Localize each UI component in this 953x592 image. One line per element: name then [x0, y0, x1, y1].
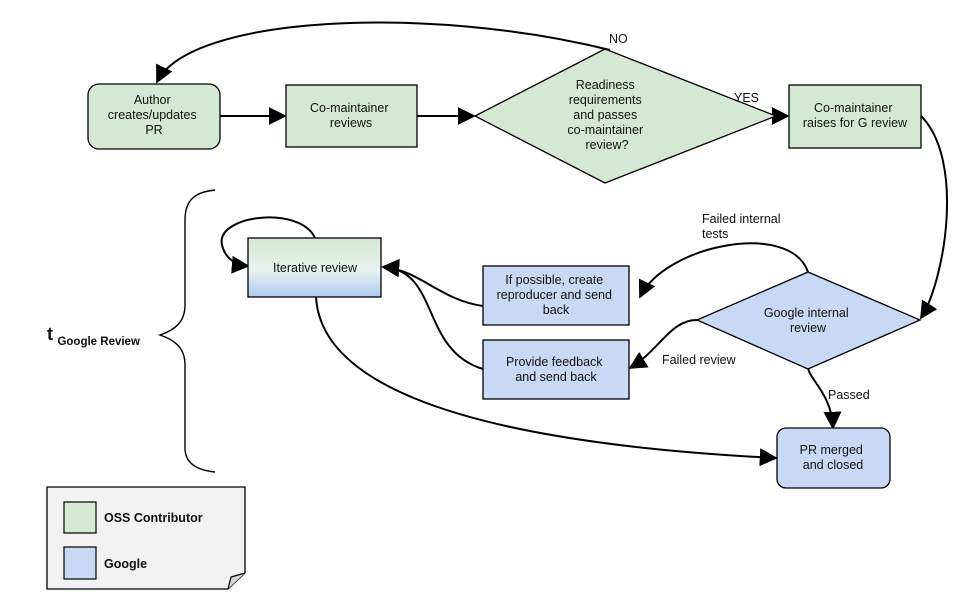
svg-text:Failed internal tests: Failed internal tests [702, 212, 784, 241]
legend: OSS Contributor Google [46, 486, 246, 590]
edge-feedback-to-iterative [381, 258, 484, 370]
repro-line-1: If possible, create [505, 273, 603, 287]
feedback-line-2: and send back [515, 370, 597, 384]
repro-line-3: back [543, 303, 570, 317]
readiness-line-1: Readiness [576, 78, 635, 92]
edge-failed-tests [638, 242, 809, 299]
svg-text:Readiness requirements: Readiness requirements and passes co-mai… [567, 78, 646, 152]
feedback-line-1: Provide feedback [506, 355, 603, 369]
legend-card-fold [227, 572, 246, 590]
edge-failed-review [628, 319, 698, 369]
repro-line-2: reproducer and send [497, 288, 612, 302]
google-review-brace [157, 189, 216, 473]
edge-iterative-to-merged [315, 296, 778, 467]
g-raise-line-1: Co-maintainer [814, 101, 893, 115]
node-co-maintainer-reviews [285, 84, 418, 148]
co-reviews-line-2: reviews [330, 116, 372, 130]
node-co-maintainer-raises [788, 84, 922, 149]
google-internal-line-1: Google internal [764, 306, 849, 320]
readiness-line-5: review? [585, 138, 628, 152]
svg-text:Provide feedback and send: Provide feedback and send back [506, 355, 606, 384]
node-iterative-review [247, 237, 382, 298]
google-internal-line-2: review [790, 321, 827, 335]
iterative-line-1: Iterative review [273, 261, 358, 275]
edge-passed [807, 367, 842, 430]
edge-label-failed-tests-2: tests [702, 227, 728, 241]
edge-label-failed-review: Failed review [662, 353, 737, 367]
author-line-1: Author [134, 93, 171, 107]
node-google-internal-review [695, 271, 922, 370]
readiness-line-3: and passes [573, 108, 637, 122]
node-pr-merged [776, 427, 891, 489]
svg-text:Co-maintainer raises for G: Co-maintainer raises for G review [803, 101, 908, 130]
edges [156, 21, 949, 467]
readiness-line-2: requirements [569, 93, 642, 107]
co-reviews-line-1: Co-maintainer [310, 101, 389, 115]
edge-label-yes: YES [734, 91, 759, 105]
legend-label-oss: OSS Contributor [104, 511, 203, 525]
edge-label-passed: Passed [828, 388, 870, 402]
readiness-line-4: co-maintainer [567, 123, 643, 137]
svg-text:Google internal review: Google internal review [764, 306, 852, 335]
edge-label-failed-tests-1: Failed internal [702, 212, 781, 226]
node-create-reproducer [482, 265, 630, 326]
svg-text:Author creates/updates: Author creates/updates PR [108, 93, 200, 137]
node-provide-feedback [482, 339, 630, 400]
legend-swatch-google [63, 546, 97, 580]
edge-repro-to-iterative [381, 259, 484, 307]
svg-text:If possible, create reprod: If possible, create reproducer and send … [497, 273, 616, 317]
node-author [87, 83, 221, 150]
svg-text:Iterative review: Iterative review [273, 261, 358, 275]
edge-label-no: NO [609, 32, 628, 46]
edge-g-raise-to-google-internal [920, 115, 949, 320]
edge-no-loop [156, 21, 611, 84]
edge-iterative-self-loop [220, 216, 316, 274]
merged-line-2: and closed [803, 458, 864, 472]
author-line-2: creates/updates [108, 108, 197, 122]
legend-swatch-oss [63, 501, 97, 534]
svg-text:Co-maintainer reviews: Co-maintainer reviews [310, 101, 392, 130]
svg-text:PR merged and closed: PR merged and closed [800, 443, 867, 472]
t-google-review-label: t Google Review [47, 324, 140, 348]
merged-line-1: PR merged [800, 443, 863, 457]
node-readiness-decision [473, 48, 778, 184]
g-raise-line-2: raises for G review [803, 116, 908, 130]
legend-label-google: Google [104, 557, 147, 571]
author-line-3: PR [145, 123, 162, 137]
